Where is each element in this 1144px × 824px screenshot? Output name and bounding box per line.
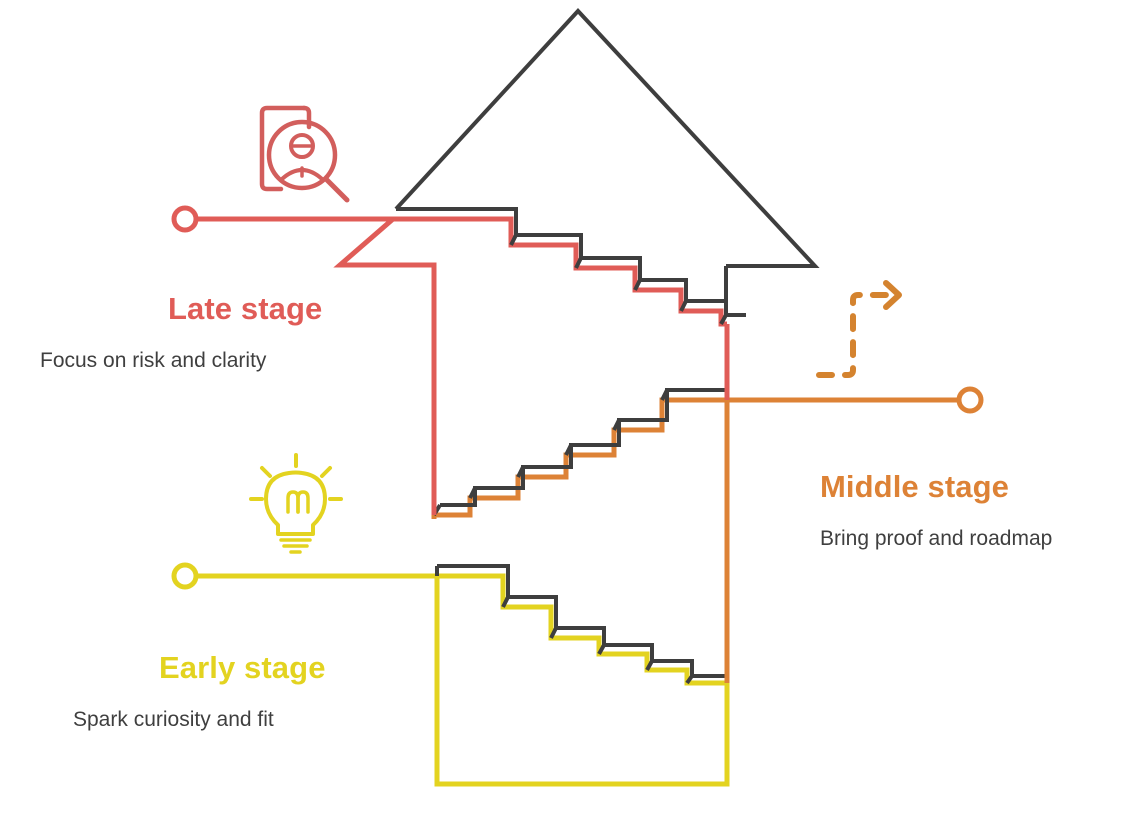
middle-staircase-colored bbox=[434, 397, 727, 518]
bulb-filament-right bbox=[296, 490, 310, 514]
person-head bbox=[289, 133, 315, 159]
late-riser-1 bbox=[509, 234, 518, 246]
late-riser-2 bbox=[574, 257, 583, 269]
middle-stage-title: Middle stage bbox=[820, 469, 1009, 504]
middle-stage-description: Bring proof and roadmap bbox=[820, 527, 1053, 551]
middle-stage-label-block: Middle stage Bring proof and roadmap bbox=[820, 469, 1053, 551]
late-riser-5 bbox=[719, 314, 728, 325]
early-stage-description: Spark curiosity and fit bbox=[73, 708, 274, 732]
middle-connector-circle bbox=[956, 386, 984, 414]
late-riser-3 bbox=[633, 279, 642, 291]
early-staircase-top-edge bbox=[437, 564, 727, 678]
big-arrowhead-group bbox=[394, 8, 820, 301]
document-user-magnifier-icon bbox=[259, 105, 350, 203]
early-riser-1 bbox=[501, 596, 510, 608]
late-staircase-top-edge bbox=[396, 207, 746, 317]
dashed-arrow-head bbox=[883, 280, 902, 310]
early-connector-circle bbox=[171, 562, 199, 590]
late-wing-and-vertical bbox=[333, 217, 437, 515]
middle-riser-3 bbox=[564, 444, 573, 456]
document-outline-topright bbox=[301, 105, 312, 130]
early-stage-title: Early stage bbox=[159, 650, 326, 685]
bulb-glass bbox=[264, 470, 327, 536]
bulb-ray-topright bbox=[320, 466, 332, 478]
early-staircase-outline-group bbox=[435, 564, 727, 685]
middle-riser-4 bbox=[612, 419, 621, 431]
early-riser-4 bbox=[645, 660, 654, 671]
early-riser-5 bbox=[685, 674, 694, 685]
middle-staircase-top-edge bbox=[440, 388, 727, 507]
middle-riser-5 bbox=[660, 389, 669, 401]
early-staircase-colored bbox=[437, 573, 727, 686]
early-frame-path bbox=[434, 573, 730, 787]
middle-riser-2 bbox=[516, 466, 525, 478]
early-stage-label-block: Early stage Spark curiosity and fit bbox=[73, 650, 326, 732]
dashed-arrow-icon bbox=[816, 280, 902, 378]
magnifier-lens bbox=[266, 119, 338, 191]
middle-stage-path-group bbox=[431, 386, 984, 683]
late-connector-circle bbox=[171, 205, 199, 233]
early-riser-2 bbox=[549, 627, 558, 639]
late-stage-title: Late stage bbox=[168, 291, 323, 326]
lightbulb-icon bbox=[249, 453, 343, 554]
document-outline-left bbox=[259, 105, 307, 192]
dashed-arrow-shaft bbox=[816, 292, 901, 378]
late-stage-description: Focus on risk and clarity bbox=[40, 349, 267, 373]
late-staircase-outline-group bbox=[396, 207, 746, 325]
middle-riser-1 bbox=[468, 487, 477, 499]
magnifier-handle bbox=[323, 176, 350, 203]
late-riser-4 bbox=[679, 300, 688, 312]
arrowhead-outline bbox=[394, 8, 820, 268]
bulb-ray-topleft bbox=[260, 466, 272, 478]
early-riser-3 bbox=[597, 644, 606, 655]
early-stage-path-group bbox=[171, 562, 730, 787]
late-stage-label-block: Late stage Focus on risk and clarity bbox=[40, 291, 323, 373]
